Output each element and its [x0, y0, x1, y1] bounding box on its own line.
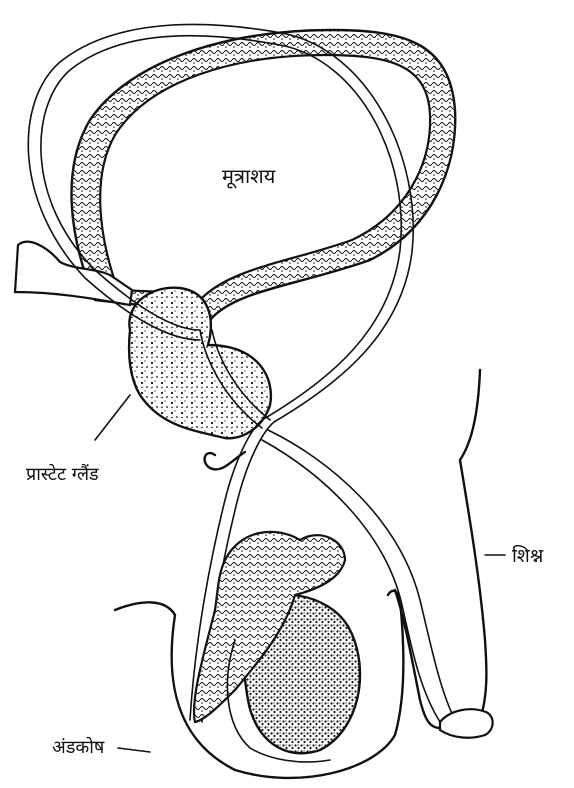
prostate-gland — [129, 288, 271, 439]
label-penis: शिश्न — [512, 542, 543, 568]
prostate-leader — [95, 395, 130, 440]
penis-outline-back — [460, 370, 486, 720]
label-scrotum: अंडकोष — [52, 735, 104, 759]
label-prostate: प्रास्टेट ग्लैंड — [26, 462, 99, 486]
bulbourethral-gland — [205, 452, 245, 469]
scrotum-leader — [118, 748, 150, 752]
glans — [440, 709, 493, 737]
label-bladder: मूत्राशय — [222, 162, 275, 189]
